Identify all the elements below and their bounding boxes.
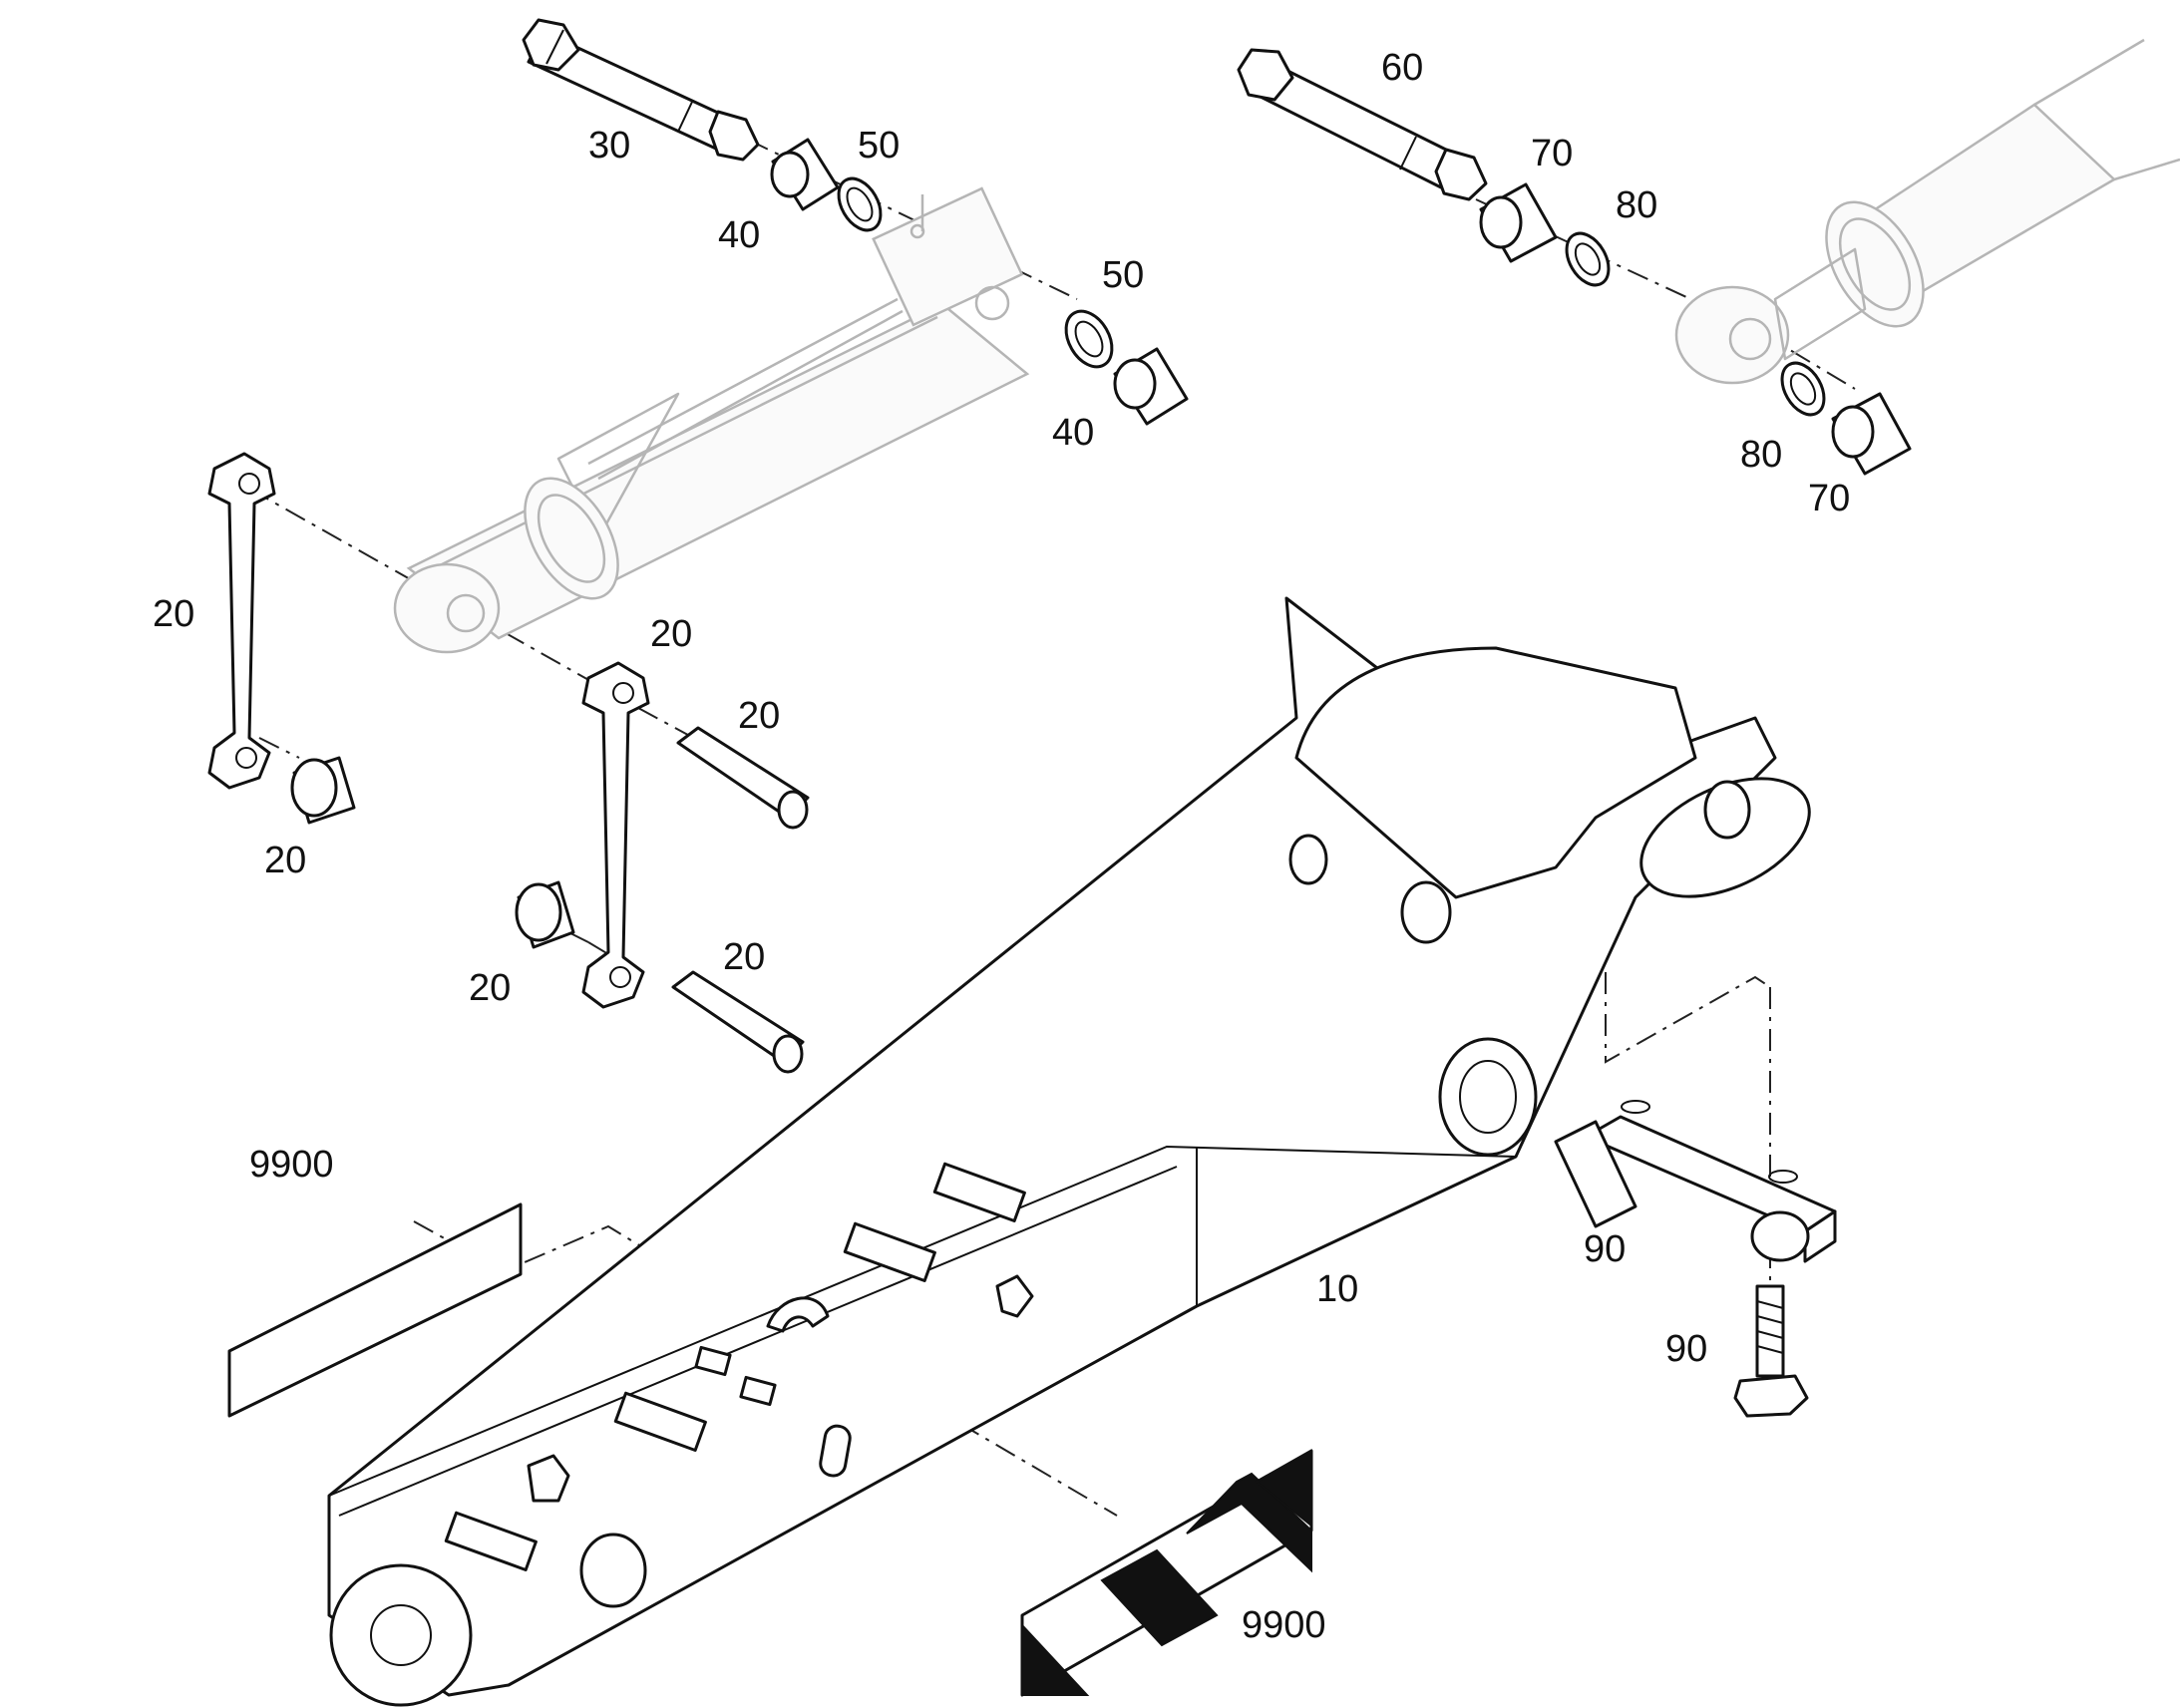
callout-9900-striped: 9900 bbox=[1242, 1604, 1326, 1646]
decal-9900-striped bbox=[1020, 1449, 1313, 1697]
callout-70-lower: 70 bbox=[1808, 478, 1850, 519]
ring-80-lower bbox=[1780, 361, 1826, 417]
ring-50-lower bbox=[1064, 309, 1114, 369]
callout-20-center-bushing: 20 bbox=[469, 967, 511, 1009]
callout-50-lower: 50 bbox=[1102, 254, 1144, 296]
bushing-40-upper bbox=[770, 138, 840, 211]
hydraulic-cylinder-left bbox=[393, 186, 1030, 654]
callout-60: 60 bbox=[1381, 47, 1423, 89]
pin-20-upper bbox=[676, 726, 810, 830]
callout-20-left-bushing: 20 bbox=[264, 840, 306, 881]
callout-70-upper: 70 bbox=[1531, 133, 1573, 174]
callout-labels: 30 50 40 50 40 60 70 80 80 70 20 20 20 2… bbox=[153, 47, 1850, 1646]
callout-50-upper: 50 bbox=[858, 125, 900, 167]
callout-20-center-plate: 20 bbox=[650, 613, 692, 655]
link-plate-20-left bbox=[207, 452, 276, 790]
callout-80-lower: 80 bbox=[1740, 434, 1782, 476]
bushing-70-upper bbox=[1479, 182, 1558, 263]
bushing-20-left bbox=[290, 756, 356, 825]
bushing-20-center bbox=[515, 880, 575, 949]
callout-90-bolt: 90 bbox=[1665, 1328, 1707, 1370]
pin-30 bbox=[522, 18, 760, 162]
pin-60 bbox=[1237, 48, 1488, 201]
bolt-90 bbox=[1733, 1284, 1809, 1418]
callout-30: 30 bbox=[588, 125, 630, 167]
hydraulic-cylinder-right bbox=[1674, 38, 2180, 385]
link-plate-20-center bbox=[581, 661, 650, 1009]
callout-90-plate: 90 bbox=[1584, 1228, 1626, 1270]
bushing-70-lower bbox=[1831, 392, 1912, 476]
callout-20-lower-pin: 20 bbox=[723, 936, 765, 978]
callout-10: 10 bbox=[1316, 1268, 1358, 1310]
callout-9900-plain: 9900 bbox=[249, 1144, 334, 1186]
decal-9900-plain bbox=[227, 1202, 523, 1418]
ring-50-upper bbox=[837, 176, 883, 232]
pin-plate-90 bbox=[1554, 1100, 1837, 1263]
callout-20-upper-pin: 20 bbox=[738, 695, 780, 737]
callout-40-lower: 40 bbox=[1052, 412, 1094, 454]
pin-20-lower bbox=[671, 970, 805, 1074]
ring-80-upper bbox=[1565, 231, 1611, 287]
callout-80-upper: 80 bbox=[1616, 184, 1657, 226]
bushing-40-lower bbox=[1113, 347, 1189, 426]
callout-20-left-plate: 20 bbox=[153, 593, 194, 635]
boom-arm-10 bbox=[327, 596, 1811, 1707]
callout-40-upper: 40 bbox=[718, 214, 760, 256]
